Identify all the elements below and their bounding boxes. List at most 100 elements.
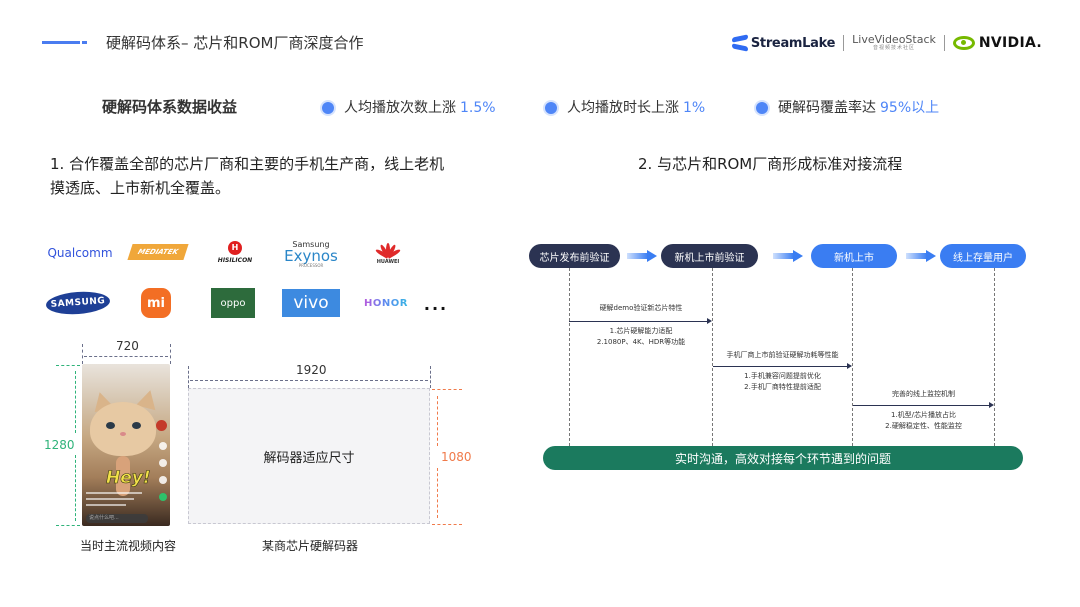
qualcomm-logo: Qualcomm — [47, 246, 113, 260]
message-title: 手机厂商上市前验证硬解功耗等性能 — [726, 351, 839, 359]
more-ellipsis: ... — [423, 294, 449, 314]
avatar-icon — [156, 420, 167, 431]
dimension-guide — [170, 344, 171, 364]
share-icon — [159, 493, 167, 501]
metric-label: 人均播放时长上涨 — [567, 100, 679, 116]
lifeline — [569, 268, 570, 446]
stage-label: 芯片发布前验证 — [539, 252, 610, 264]
stage-chip-prerelease: 芯片发布前验证 — [529, 244, 620, 268]
stage-label: 新机上市 — [834, 252, 874, 264]
dimension-guide — [56, 525, 80, 526]
caption-line — [86, 492, 142, 494]
xiaomi-logo: mi — [141, 288, 171, 318]
video-overlay-text: Hey! — [106, 468, 151, 489]
bullet-icon — [322, 102, 334, 114]
video-height-dimension-line — [75, 455, 76, 521]
message-arrow-line — [713, 366, 847, 367]
nvidia-text: NVIDIA. — [978, 35, 1042, 51]
mediatek-logo: MEDIATEK — [127, 244, 189, 260]
dimension-guide — [432, 389, 462, 390]
message-arrow-line — [569, 321, 707, 322]
note-line: 2.手机厂商特性提前适配 — [744, 383, 821, 391]
exynos-top-text: Samsung — [292, 239, 330, 249]
dimension-guide — [82, 344, 83, 364]
like-icon — [159, 442, 167, 450]
lifeline — [712, 268, 713, 446]
streamlake-text: StreamLake — [750, 35, 836, 51]
finger — [116, 456, 130, 496]
huawei-text: HUAWEI — [376, 259, 400, 265]
huawei-flower-icon — [374, 241, 402, 259]
page-title: 硬解码体系– 芯片和ROM厂商深度合作 — [106, 34, 364, 52]
metric-label: 硬解码覆盖率达 — [778, 100, 876, 116]
arrow-head-icon — [847, 363, 852, 369]
metric-value: 95%以上 — [880, 100, 940, 116]
logo-divider — [843, 35, 845, 51]
hisilicon-logo: H HISILICON — [210, 236, 260, 268]
message-title: 完善的线上监控机制 — [892, 390, 955, 398]
streamlake-mark-icon — [731, 34, 748, 52]
huawei-logo: HUAWEI — [368, 236, 408, 270]
dimension-guide — [430, 366, 431, 388]
nvidia-eye-icon — [952, 36, 975, 50]
dimension-guide — [188, 366, 189, 388]
note-line: 1.手机兼容问题提前优化 — [744, 372, 821, 380]
livevideostack-logo: LiveVideoStack 音视频技术社区 — [852, 34, 936, 52]
metric-value: 1% — [683, 100, 706, 116]
cat-eye — [132, 422, 141, 429]
note-line: 1.芯片硬解能力适配 — [609, 327, 673, 335]
stage-online-users: 线上存量用户 — [940, 244, 1026, 268]
stage-new-phone-launch: 新机上市 — [811, 244, 897, 268]
arrow-head-icon — [707, 318, 712, 324]
bottom-bar-text: 实时沟通，高效对接每个环节遇到的问题 — [674, 451, 891, 466]
exynos-bottom-text: PROCESSOR — [298, 262, 324, 268]
cat-nose — [120, 432, 126, 436]
decoder-width-dimension-line — [190, 380, 428, 381]
note-line: 2.1080P、4K、HDR等功能 — [596, 338, 686, 346]
decoder-height-dimension-line — [437, 468, 438, 518]
star-icon — [159, 476, 167, 484]
video-comment-input: 说点什么吧... — [86, 514, 148, 523]
bullet-icon — [545, 102, 557, 114]
section2-title: 2. 与芯片和ROM厂商形成标准对接流程 — [638, 155, 903, 173]
stage-label: 新机上市前验证 — [674, 252, 745, 264]
video-height-dimension-line — [75, 371, 76, 433]
livevideostack-text: LiveVideoStack — [852, 33, 936, 47]
exynos-main-text: Exynos — [284, 246, 338, 265]
video-screenshot: Hey! 说点什么吧... — [82, 364, 170, 526]
caption-line — [86, 504, 126, 506]
metric-value: 1.5% — [460, 100, 496, 116]
metrics-heading: 硬解码体系数据收益 — [102, 98, 238, 116]
comment-icon — [159, 459, 167, 467]
message-note: 1.机型/芯片播放占比 2.硬解稳定性、性能监控 — [855, 410, 992, 432]
hisilicon-text: HISILICON — [217, 256, 253, 264]
cat-head — [90, 402, 156, 456]
cat-eye — [106, 422, 115, 429]
section1-text: 1. 合作覆盖全部的芯片厂商和主要的手机生产商，线上老机摸透底、上市新机全覆盖。 — [50, 155, 445, 197]
decoder-area: 解码器适应尺寸 — [188, 388, 430, 524]
hisilicon-mark-icon: H — [228, 240, 242, 255]
logo-divider — [943, 35, 945, 51]
vivo-logo: vivo — [282, 289, 340, 317]
lifeline — [994, 268, 995, 446]
caption-line — [86, 498, 134, 500]
header-accent-dot — [82, 41, 87, 44]
decoder-width-label: 1920 — [296, 363, 327, 377]
decoder-height-label: 1080 — [441, 450, 472, 464]
samsung-logo: SAMSUNG — [45, 289, 111, 317]
realtime-communication-bar: 实时沟通，高效对接每个环节遇到的问题 — [543, 446, 1023, 470]
arrow-head-icon — [989, 402, 994, 408]
decoder-caption: 某商芯片硬解码器 — [262, 539, 359, 553]
stage-label: 线上存量用户 — [953, 252, 1013, 264]
video-height-label: 1280 — [44, 438, 75, 452]
note-line: 2.硬解稳定性、性能监控 — [885, 422, 962, 430]
message-title: 硬解demo验证新芯片特性 — [599, 304, 683, 312]
video-caption: 当时主流视频内容 — [80, 539, 177, 553]
flow-arrow-icon — [627, 250, 657, 262]
exynos-logo: Samsung Exynos PROCESSOR — [282, 236, 340, 272]
livevideostack-subtext: 音视频技术社区 — [873, 45, 916, 52]
video-width-dimension-line — [84, 356, 168, 357]
